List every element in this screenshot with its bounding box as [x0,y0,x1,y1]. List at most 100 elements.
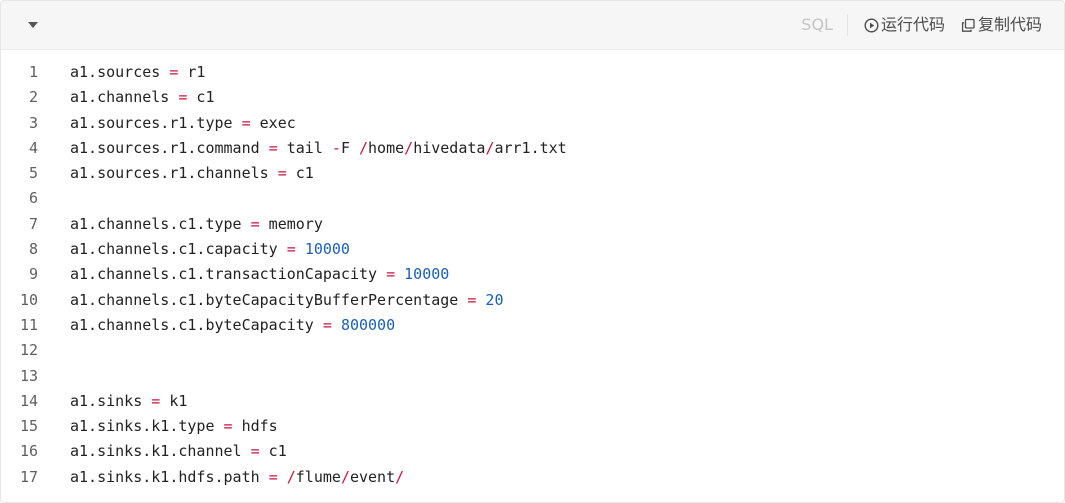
code-line: 1 a1.sources = r1 [1,60,1064,85]
line-number: 12 [19,341,38,360]
code-text: event [349,467,396,486]
line-code: a1.sinks.k1.hdfs.path = /flume/event/ [70,465,404,490]
code-line: 10 a1.channels.c1.byteCapacityBufferPerce… [1,288,1064,313]
line-number: 16 [19,442,38,461]
line-code: a1.sources.r1.type = exec [70,111,296,136]
play-circle-icon [864,17,879,33]
line-code: a1.channels.c1.transactionCapacity = 100… [70,262,449,287]
code-number: 10000 [404,265,450,284]
code-operator: = [250,214,260,233]
line-code: a1.channels.c1.capacity = 10000 [70,237,350,262]
line-code: a1.channels = c1 [70,85,215,110]
code-text: a1.sources.r1.type [70,113,242,132]
code-operator: = [277,164,287,183]
line-code: a1.sources.r1.channels = c1 [70,161,314,186]
code-line: 11 a1.channels.c1.byteCapacity = 800000 [1,313,1064,338]
code-operator: = [250,442,260,461]
code-text: hdfs [232,417,278,436]
code-operator: = [268,138,278,157]
code-text: flume [295,467,341,486]
code-body[interactable]: 1 a1.sources = r1 2 a1.channels = c1 3 a1.sou… [1,60,1064,490]
code-text: hivedata [413,138,486,157]
code-line: 5 a1.sources.r1.channels = c1 [1,161,1064,186]
code-text: a1.channels [70,88,179,107]
code-text: a1.sources [70,63,170,81]
code-operator: / [404,138,414,157]
code-text: a1.sinks.k1.channel [70,442,251,461]
copy-icon [961,18,976,33]
code-operator: = [241,113,251,132]
language-label: SQL [801,14,848,36]
code-text: home [368,138,405,157]
code-operator: = [151,391,161,410]
code-text: k1 [160,391,188,410]
code-operator: / [395,467,405,486]
code-text [395,265,404,283]
code-text: a1.sinks [70,391,152,410]
code-text: a1.sinks.k1.hdfs.path [70,467,269,486]
code-operator: = [169,63,179,81]
code-text: c1 [259,442,287,461]
code-text: a1.sources.r1.command [70,138,269,157]
code-text: a1.sinks.k1.type [70,417,224,436]
code-operator: / [340,467,350,486]
line-number: 13 [19,366,38,385]
line-code: a1.sinks.k1.channel = c1 [70,439,287,464]
code-operator: / [359,138,369,157]
line-number: 17 [19,467,38,486]
code-text [296,240,305,258]
run-code-button[interactable]: 运行代码 [864,14,945,36]
line-code: a1.sources.r1.command = tail -F /home/hi… [70,136,567,161]
copy-code-label: 复制代码 [977,15,1042,34]
code-text: F [340,138,359,157]
line-code: a1.channels.c1.byteCapacity = 800000 [70,313,395,338]
code-line: 6 [1,186,1064,211]
line-number: 2 [28,88,38,107]
code-text: c1 [187,88,215,107]
line-number: 6 [28,189,38,208]
code-line: 4 a1.sources.r1.command = tail -F /home/h… [1,136,1064,161]
code-line: 14 a1.sinks = k1 [1,389,1064,414]
code-operator: = [223,417,233,436]
code-line: 12 [1,338,1064,363]
caret-down-icon[interactable] [25,18,41,32]
copy-code-button[interactable]: 复制代码 [961,14,1042,36]
code-text: a1.channels.c1.capacity [70,240,287,259]
code-operator: = [178,88,188,107]
line-number: 8 [28,240,38,259]
code-text: memory [259,214,323,233]
code-text: arr1.txt [494,138,567,157]
line-code: a1.channels.c1.byteCapacityBufferPercent… [70,288,503,313]
run-code-label: 运行代码 [880,15,945,34]
code-line: 15 a1.sinks.k1.type = hdfs [1,414,1064,439]
code-operator: = [322,315,332,334]
code-number: 800000 [340,315,396,334]
code-operator: = [467,290,477,309]
line-code: a1.sinks.k1.type = hdfs [70,414,278,439]
line-code: a1.sinks = k1 [70,389,187,414]
code-line: 13 [1,364,1064,389]
code-line: 16 a1.sinks.k1.channel = c1 [1,439,1064,464]
code-operator: = [286,240,296,259]
line-code: a1.channels.c1.type = memory [70,212,323,237]
line-number: 14 [19,391,38,410]
line-number: 3 [28,113,38,132]
code-operator: / [286,467,296,486]
line-number: 11 [19,315,38,334]
toolbar-actions: SQL 运行代码 复制代码 [801,1,1042,49]
code-line: 3 a1.sources.r1.type = exec [1,111,1064,136]
line-number: 10 [19,290,38,309]
code-text: a1.channels.c1.byteCapacityBufferPercent… [70,290,468,309]
code-text: tail [277,138,332,157]
line-number: 7 [28,214,38,233]
code-line: 2 a1.channels = c1 [1,85,1064,110]
code-line: 8 a1.channels.c1.capacity = 10000 [1,237,1064,262]
line-number: 1 [28,63,38,81]
line-number: 15 [19,417,38,436]
code-text: r1 [178,63,206,81]
line-number: 4 [28,138,38,157]
line-number: 5 [28,164,38,183]
code-operator: = [268,467,278,486]
